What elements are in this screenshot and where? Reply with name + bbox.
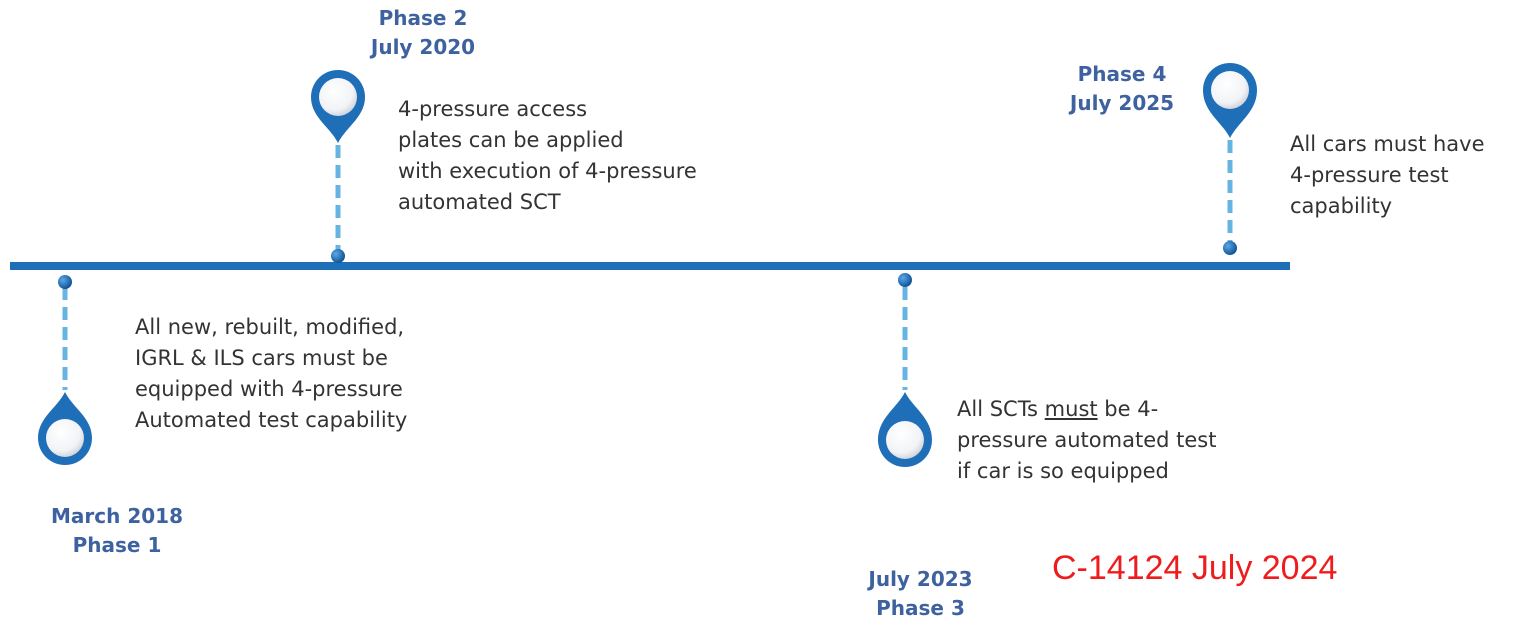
phase-4-desc-line: All cars must have xyxy=(1290,132,1485,156)
phase-2-marker xyxy=(311,70,365,263)
phase-2-label: Phase 2 July 2020 xyxy=(338,4,508,62)
phase-1-marker xyxy=(38,275,92,465)
phase-1-date: March 2018 xyxy=(51,504,183,528)
document-reference: C-14124 July 2024 xyxy=(1052,549,1338,587)
timeline-axis xyxy=(10,262,1290,270)
phase-1-desc-line: Automated test capability xyxy=(135,408,408,432)
phase-2-desc-line: 4-pressure access xyxy=(398,97,588,121)
phase-1-description: All new, rebuilt, modified, IGRL & ILS c… xyxy=(135,312,407,436)
phase-3-desc-pre: All SCTs xyxy=(957,397,1045,421)
phase-3-description: All SCTs must be 4- pressure automated t… xyxy=(957,394,1216,487)
phase-1-desc-line: IGRL & ILS cars must be xyxy=(135,346,388,370)
phase-2-desc-line: automated SCT xyxy=(398,190,561,214)
phase-2-description: 4-pressure access plates can be applied … xyxy=(398,94,697,218)
phase-3-desc-post: be 4- xyxy=(1097,397,1159,421)
phase-4-description: All cars must have 4-pressure test capab… xyxy=(1290,129,1485,222)
phase-2-desc-line: with execution of 4-pressure xyxy=(398,159,697,183)
phase-3-desc-line: if car is so equipped xyxy=(957,459,1169,483)
phase-1-pin-icon xyxy=(38,392,92,465)
phase-3-date: July 2023 xyxy=(868,567,973,591)
phase-4-pin-icon xyxy=(1203,63,1257,138)
phase-1-title: Phase 1 xyxy=(72,533,162,557)
phase-1-dot xyxy=(58,275,72,289)
phase-2-date: July 2020 xyxy=(370,35,476,59)
phase-2-title: Phase 2 xyxy=(378,6,468,30)
phase-3-desc-emphasis: must xyxy=(1044,397,1098,421)
phase-1-desc-line: equipped with 4-pressure xyxy=(135,377,403,401)
phase-3-title: Phase 3 xyxy=(876,596,965,620)
phase-4-marker xyxy=(1203,63,1257,255)
phase-3-label: July 2023 Phase 3 xyxy=(843,565,998,623)
phase-4-dot xyxy=(1223,241,1237,255)
phase-3-marker xyxy=(878,273,932,467)
phase-3-dot xyxy=(898,273,912,287)
phase-4-desc-line: capability xyxy=(1290,194,1393,218)
phase-2-pin-icon xyxy=(311,70,365,143)
phase-3-desc-line: pressure automated test xyxy=(957,428,1217,452)
phase-4-label: Phase 4 July 2025 xyxy=(1042,60,1202,118)
phase-4-title: Phase 4 xyxy=(1077,62,1167,86)
phase-2-desc-line: plates can be applied xyxy=(398,128,624,152)
phase-1-desc-line: All new, rebuilt, modified, xyxy=(135,315,405,339)
phase-2-dot xyxy=(331,249,345,263)
phase-3-desc-line-1: All SCTs must be 4- xyxy=(957,394,1216,425)
phase-1-label: March 2018 Phase 1 xyxy=(22,502,212,560)
phase-4-desc-line: 4-pressure test xyxy=(1290,163,1449,187)
phase-4-date: July 2025 xyxy=(1069,91,1175,115)
phase-3-pin-icon xyxy=(878,392,932,467)
